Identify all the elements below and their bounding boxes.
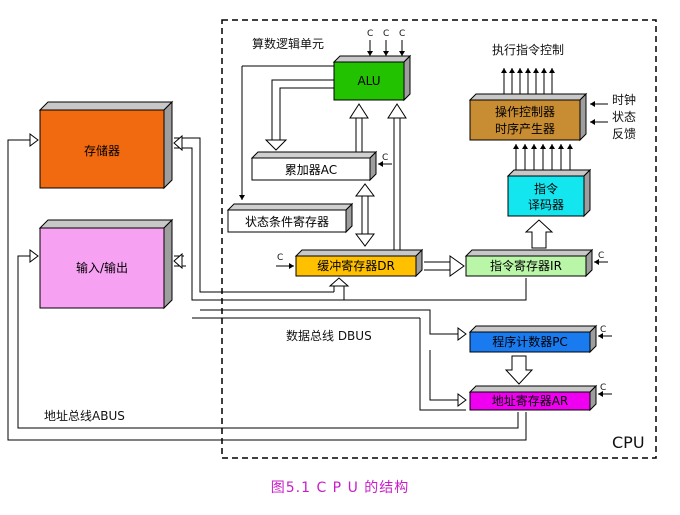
controller-block: 操作控制器 时序产生器	[468, 92, 588, 142]
decoder-to-controller-arrows	[513, 144, 573, 170]
ac-block: 累加器AC	[250, 150, 378, 182]
dr-to-ir-arrow	[424, 255, 465, 277]
controller-label-2: 时序产生器	[495, 121, 555, 136]
cpu-label: CPU	[612, 433, 645, 452]
abus-label: 地址总线ABUS	[44, 409, 125, 423]
status-label: 状态	[612, 110, 636, 124]
ac-to-alu-path	[349, 103, 369, 152]
io-label: 输入/输出	[76, 260, 128, 275]
alu-block: ALU	[332, 54, 412, 102]
ir-to-decoder-arrow	[524, 219, 554, 249]
svg-text:C: C	[399, 29, 405, 39]
alu-label: ALU	[357, 74, 380, 88]
psw-block: 状态条件寄存器	[226, 202, 354, 234]
pc-block: 程序计数器PC	[468, 324, 598, 354]
pc-c-label: C	[600, 325, 606, 335]
pc-label: 程序计数器PC	[492, 334, 568, 349]
figure-caption: 图5.1 C P U 的结构	[271, 480, 410, 496]
alu-unit-label: 算数逻辑单元	[252, 36, 324, 51]
ac-c-label: C	[382, 153, 388, 163]
pc-to-ar-arrow	[504, 355, 534, 385]
dr-block: 缓冲寄存器DR	[294, 248, 424, 278]
abus-lines	[7, 133, 527, 441]
dr-ac-bidirectional	[355, 183, 375, 247]
controller-label-1: 操作控制器	[495, 104, 555, 119]
control-output-arrows	[501, 68, 555, 94]
exec-control-label: 执行指令控制	[492, 42, 564, 57]
cpu-boundary	[221, 19, 657, 459]
dr-c-label: C	[277, 253, 283, 263]
ir-label: 指令寄存器IR	[490, 258, 562, 273]
decoder-block: 指令 译码器	[506, 168, 592, 218]
dr-to-alu-path	[387, 103, 407, 250]
ar-block: 地址寄存器AR	[468, 384, 598, 412]
dr-label: 缓冲寄存器DR	[317, 258, 395, 273]
io-block: 输入/输出	[38, 218, 174, 310]
feedback-label: 反馈	[612, 127, 636, 141]
ac-label: 累加器AC	[285, 163, 337, 177]
decoder-label-1: 指令	[534, 181, 558, 196]
dbus-lines	[173, 134, 527, 411]
clock-label: 时钟	[612, 92, 636, 107]
decoder-label-2: 译码器	[528, 198, 564, 212]
svg-text:C: C	[383, 29, 389, 39]
ir-c-label: C	[598, 251, 604, 261]
ar-label: 地址寄存器AR	[492, 393, 569, 408]
memory-label: 存储器	[84, 143, 120, 158]
dbus-label: 数据总线 DBUS	[286, 328, 372, 343]
memory-block: 存储器	[38, 100, 174, 190]
ar-c-label: C	[600, 383, 606, 393]
svg-text:C: C	[367, 29, 373, 39]
ir-block: 指令寄存器IR	[464, 248, 594, 278]
alu-control-lines: C C C	[367, 29, 405, 56]
psw-label: 状态条件寄存器	[245, 214, 329, 229]
alu-to-ac-path	[264, 79, 334, 151]
